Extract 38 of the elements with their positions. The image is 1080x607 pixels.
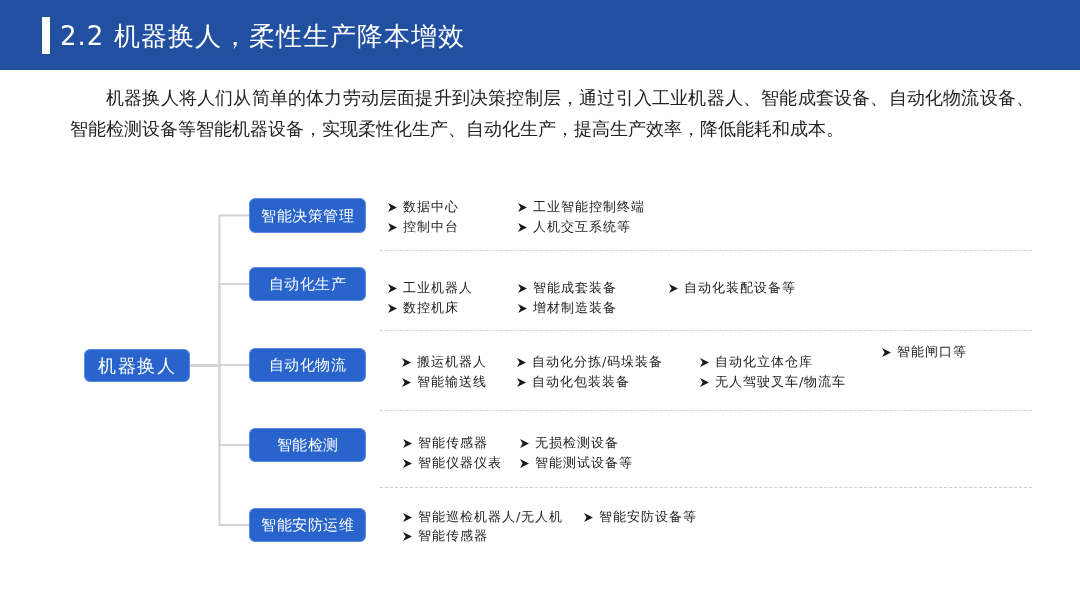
list-item-text: 自动化立体仓库 [715, 353, 813, 371]
list-item-text: 搬运机器人 [417, 353, 487, 371]
intro-paragraph: 机器换人将人们从简单的体力劳动层面提升到决策控制层，通过引入工业机器人、智能成套设备、自动化物流设备、智能检测设备等智能机器设备，实现柔性化生产、自动化生产，提高生产效率，降低能耗和成本。 [70, 86, 1034, 141]
list-item-text: 自动化包装装备 [532, 373, 630, 391]
list-item-text: 智能巡检机器人/无人机 [418, 508, 564, 526]
list-item-text: 智能成套装备 [533, 279, 617, 297]
list-item-text: 智能输送线 [417, 373, 487, 391]
root-topic-box [84, 349, 190, 382]
list-item-text: 智能传感器 [418, 527, 488, 545]
list-item-text: 智能测试设备等 [535, 454, 633, 472]
list-item-text: 自动化装配设备等 [684, 279, 796, 297]
list-item-text: 增材制造装备 [533, 299, 617, 317]
node-label: 自动化生产 [268, 275, 347, 293]
topic-box [249, 508, 366, 542]
node-label: 机器换人 [98, 354, 176, 377]
list-item-text: 智能仪器仪表 [418, 454, 502, 472]
list-item-text: 无人驾驶叉车/物流车 [715, 373, 847, 391]
list-item-text: 智能闸口等 [897, 343, 967, 361]
list-item-text: 人机交互系统等 [533, 218, 631, 236]
list-item-text: 自动化分拣/码垛装备 [532, 353, 664, 371]
topic-box [249, 198, 366, 233]
list-item-text: 无损检测设备 [535, 434, 619, 452]
connector-line [189, 364, 250, 526]
list-item-text: 数据中心 [403, 198, 459, 216]
list-item-text: 智能传感器 [418, 434, 488, 452]
list-item-text: 控制中台 [403, 218, 459, 236]
list-item-text: 工业智能控制终端 [533, 198, 645, 216]
list-item-text: 智能安防设备等 [599, 508, 697, 526]
list-item-text: 工业机器人 [403, 279, 473, 297]
node-label: 智能安防运维 [261, 516, 354, 534]
slide-title: 2.2 机器换人，柔性生产降本增效 [60, 20, 465, 53]
topic-box [249, 267, 366, 301]
node-label: 自动化物流 [268, 356, 347, 374]
list-item-text: 数控机床 [403, 299, 459, 317]
topic-box [249, 428, 366, 462]
node-label: 智能检测 [276, 436, 339, 454]
node-label: 智能决策管理 [261, 206, 354, 225]
topic-box [249, 348, 366, 382]
